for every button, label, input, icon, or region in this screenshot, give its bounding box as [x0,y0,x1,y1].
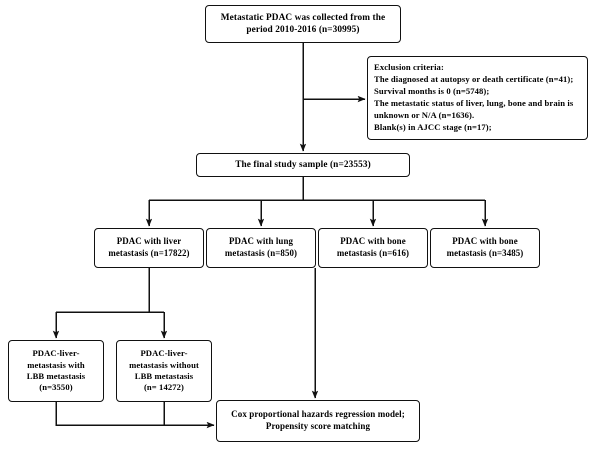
node-statistical-analysis-text: Cox proportional hazards regression mode… [231,409,405,431]
node-pdac-liver-metastasis-text: PDAC with liver metastasis (n=17822) [108,236,190,258]
node-source-cohort-text: Metastatic PDAC was collected from the p… [220,12,386,35]
node-liver-with-lbb-text: PDAC-liver- metastasis with LBB metastas… [26,348,86,393]
node-liver-with-lbb: PDAC-liver- metastasis with LBB metastas… [8,340,104,402]
node-statistical-analysis: Cox proportional hazards regression mode… [216,400,420,442]
node-liver-without-lbb: PDAC-liver- metastasis without LBB metas… [116,340,212,402]
node-pdac-lung-metastasis: PDAC with lung metastasis (n=850) [206,228,316,268]
node-source-cohort: Metastatic PDAC was collected from the p… [205,5,401,43]
node-pdac-lung-metastasis-text: PDAC with lung metastasis (n=850) [224,236,298,258]
node-pdac-bone-metastasis-616-text: PDAC with bone metastasis (n=616) [336,236,410,258]
node-pdac-bone-metastasis-3485-text: PDAC with bone metastasis (n=3485) [446,236,524,258]
node-exclusion-criteria: Exclusion criteria: The diagnosed at aut… [367,56,588,140]
node-pdac-liver-metastasis: PDAC with liver metastasis (n=17822) [94,228,204,268]
node-pdac-bone-metastasis-3485: PDAC with bone metastasis (n=3485) [430,228,540,268]
edge-with-lbb-to-analysis [55,402,215,429]
node-liver-without-lbb-text: PDAC-liver- metastasis without LBB metas… [129,348,199,393]
node-final-study-sample-text: The final study sample (n=23553) [235,159,371,170]
node-final-study-sample: The final study sample (n=23553) [196,153,410,177]
node-pdac-bone-metastasis-616: PDAC with bone metastasis (n=616) [318,228,428,268]
node-exclusion-criteria-text: Exclusion criteria: The diagnosed at aut… [374,62,574,132]
